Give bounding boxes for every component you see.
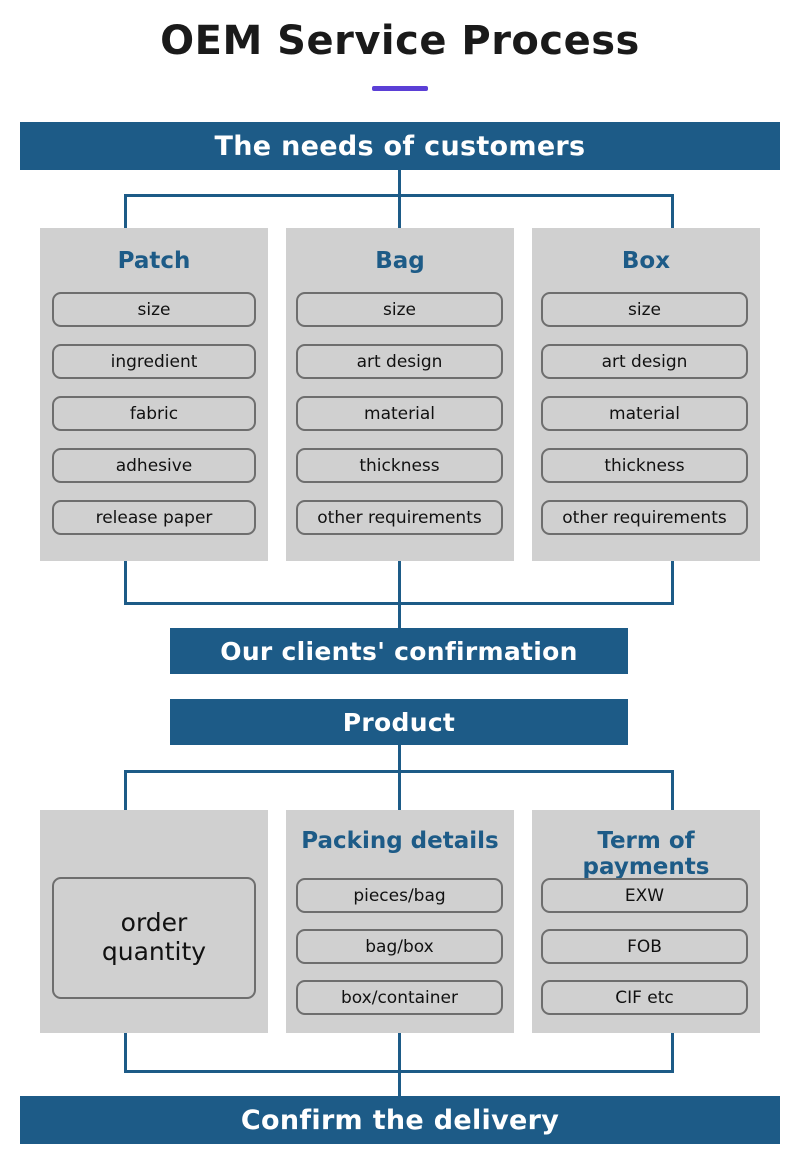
heading-patch: Patch [117,248,191,274]
pill-bag-size: size [296,292,503,327]
pill-box-per-container: box/container [296,980,503,1015]
connector-to-bag [398,194,401,228]
pill-patch-size: size [52,292,256,327]
pill-fob: FOB [541,929,748,964]
title-underline-accent [372,86,428,91]
pill-bag-thickness: thickness [296,448,503,483]
pill-order-quantity: order quantity [52,877,256,999]
pill-patch-release-paper: release paper [52,500,256,535]
connector-to-packing-details [398,770,401,810]
bar-product: Product [170,699,628,745]
pill-box-material: material [541,396,748,431]
connector-join-to-clients [398,602,401,628]
heading-box: Box [621,248,671,274]
heading-term-of-payments: Term of payments [582,828,710,880]
pill-pieces-per-bag: pieces/bag [296,878,503,913]
heading-bag: Bag [375,248,425,274]
pill-bag-art-design: art design [296,344,503,379]
pill-bag-material: material [296,396,503,431]
connector-to-order-quantity [124,770,127,810]
pill-bag-per-box: bag/box [296,929,503,964]
connector-join-to-delivery [398,1070,401,1096]
bar-needs-of-customers: The needs of customers [20,122,780,170]
connector-box-down [671,561,674,605]
pill-patch-adhesive: adhesive [52,448,256,483]
pill-box-art-design: art design [541,344,748,379]
heading-packing-details: Packing details [301,828,499,854]
connector-packing-down [398,1033,401,1073]
connector-patch-down [124,561,127,605]
pill-box-other-requirements: other requirements [541,500,748,535]
pill-exw: EXW [541,878,748,913]
pill-cif-etc: CIF etc [541,980,748,1015]
pill-box-thickness: thickness [541,448,748,483]
page-title: OEM Service Process [160,18,640,64]
bar-confirm-delivery: Confirm the delivery [20,1096,780,1144]
pill-patch-fabric: fabric [52,396,256,431]
connector-to-term-of-payments [671,770,674,810]
connector-needs-down [398,170,401,194]
connector-payments-down [671,1033,674,1073]
connector-bag-down [398,561,401,605]
connector-product-down [398,745,401,772]
connector-to-box [671,194,674,228]
bar-clients-confirmation: Our clients' confirmation [170,628,628,674]
pill-bag-other-requirements: other requirements [296,500,503,535]
connector-order-quantity-down [124,1033,127,1073]
pill-patch-ingredient: ingredient [52,344,256,379]
pill-box-size: size [541,292,748,327]
connector-to-patch [124,194,127,228]
